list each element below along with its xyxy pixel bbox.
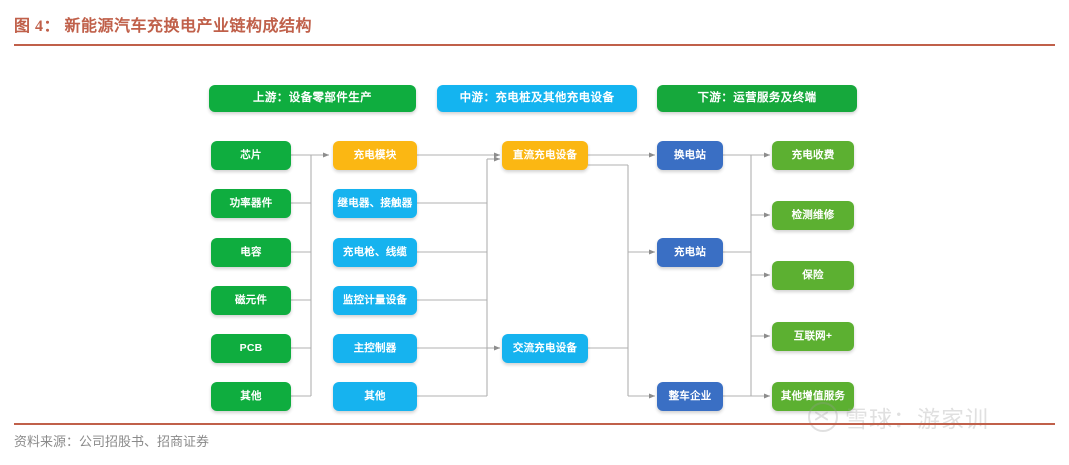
- node-relay-contactor[interactable]: 继电器、接触器: [333, 189, 417, 218]
- page-title: 图 4： 新能源汽车充换电产业链构成结构: [14, 18, 313, 35]
- node-insurance[interactable]: 保险: [772, 261, 854, 290]
- node-inspection-maintenance[interactable]: 检测维修: [772, 201, 854, 230]
- node-capacitor[interactable]: 电容: [211, 238, 291, 267]
- node-ac-charging-equipment[interactable]: 交流充电设备: [502, 334, 588, 363]
- node-midstream-other[interactable]: 其他: [333, 382, 417, 411]
- node-charging-station[interactable]: 充电站: [657, 238, 723, 267]
- node-other-value-added-services[interactable]: 其他增值服务: [772, 382, 854, 411]
- figure-title-wrap: 图 4： 新能源汽车充换电产业链构成结构: [14, 12, 1055, 36]
- node-vehicle-enterprise[interactable]: 整车企业: [657, 382, 723, 411]
- node-magnetic-component[interactable]: 磁元件: [211, 286, 291, 315]
- source-note: 资料来源：公司招股书、招商证券: [14, 434, 210, 449]
- node-pcb[interactable]: PCB: [211, 334, 291, 363]
- node-power-device[interactable]: 功率器件: [211, 189, 291, 218]
- stage-header-upstream: 上游：设备零部件生产: [209, 85, 416, 112]
- node-main-controller[interactable]: 主控制器: [333, 334, 417, 363]
- stage-header-downstream: 下游：运营服务及终端: [657, 85, 857, 112]
- node-dc-charging-equipment[interactable]: 直流充电设备: [502, 141, 588, 170]
- node-charging-gun-cable[interactable]: 充电枪、线缆: [333, 238, 417, 267]
- node-battery-swap-station[interactable]: 换电站: [657, 141, 723, 170]
- node-upstream-other[interactable]: 其他: [211, 382, 291, 411]
- node-internet-plus[interactable]: 互联网+: [772, 322, 854, 351]
- node-monitoring-metering-device[interactable]: 监控计量设备: [333, 286, 417, 315]
- node-chip[interactable]: 芯片: [211, 141, 291, 170]
- stage-header-midstream: 中游：充电桩及其他充电设备: [437, 85, 637, 112]
- footer-divider: [14, 423, 1055, 425]
- node-charging-module[interactable]: 充电模块: [333, 141, 417, 170]
- connector-layer: [291, 152, 771, 399]
- title-divider: [14, 44, 1055, 46]
- node-charging-fee[interactable]: 充电收费: [772, 141, 854, 170]
- diagram-canvas: 上游：设备零部件生产 中游：充电桩及其他充电设备 下游：运营服务及终端 芯片 功…: [0, 52, 1069, 422]
